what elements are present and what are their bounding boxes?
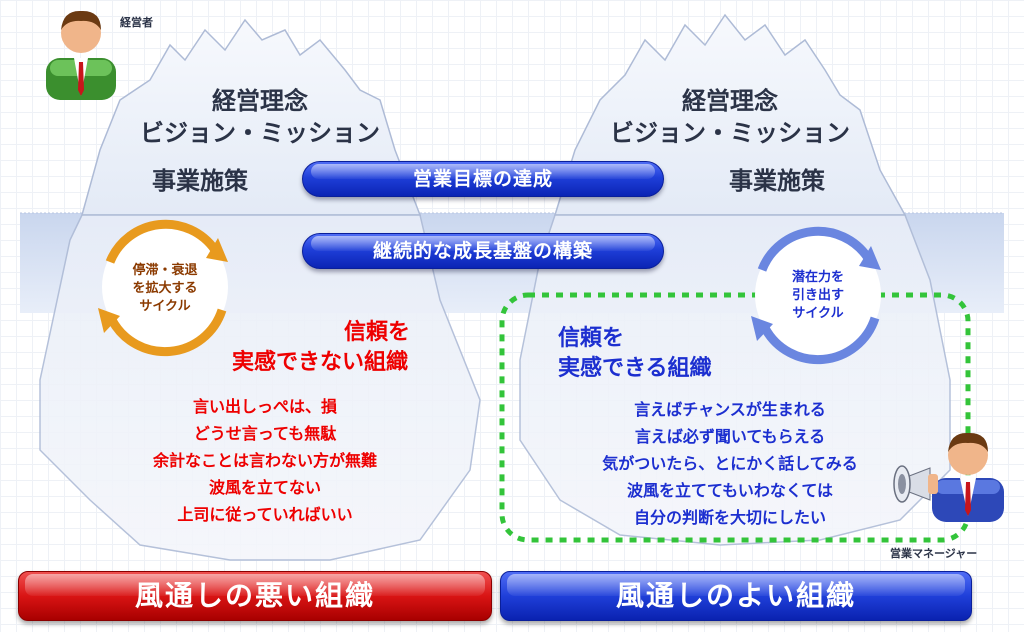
right-trust-heading-line-2: 実感できる組織: [558, 356, 712, 381]
right-voice-5: 自分の判断を大切にしたい: [633, 508, 826, 527]
left-voice-3: 余計なことは言わない方が無難: [152, 451, 377, 470]
sales-manager-label: 営業マネージャー: [890, 547, 978, 560]
right-vision: ビジョン・ミッション: [610, 119, 850, 147]
good-org-bar: 風通しのよい組織: [500, 571, 972, 621]
goal-pill: 営業目標の達成: [302, 161, 664, 197]
right-cycle-line-1: 潜在力を: [791, 270, 844, 285]
right-voices: 言えばチャンスが生まれる 言えば必ず聞いてもらえる 気がついたら、とにかく話して…: [560, 396, 900, 531]
healthy-org-frame: [499, 292, 971, 543]
left-cycle-line-2: を拡大する: [132, 281, 198, 296]
left-voice-5: 上司に従っていればいい: [177, 505, 353, 524]
right-philosophy: 経営理念: [682, 87, 778, 115]
left-cycle-line-3: サイクル: [139, 299, 191, 314]
left-vision: ビジョン・ミッション: [140, 119, 380, 147]
sales-manager-avatar: [893, 432, 1004, 522]
right-cycle-label: 潜在力を 引き出す サイクル: [765, 269, 871, 323]
right-voice-2: 言えば必ず聞いてもらえる: [634, 427, 826, 446]
base-pill: 継続的な成長基盤の構築: [302, 233, 664, 269]
left-measures: 事業施策: [152, 167, 248, 195]
left-trust-heading-line-2: 実感できない組織: [231, 350, 408, 375]
right-measures: 事業施策: [729, 167, 825, 195]
right-trust-heading-line-1: 信頼を: [558, 326, 625, 351]
left-trust-heading-line-1: 信頼を: [343, 320, 410, 345]
right-voice-1: 言えばチャンスが生まれる: [634, 400, 826, 419]
executive-label: 経営者: [120, 16, 153, 29]
left-voices: 言い出しっぺは、損 どうせ言っても無駄 余計なことは言わない方が無難 波風を立て…: [90, 393, 440, 528]
right-cycle-line-3: サイクル: [792, 306, 844, 321]
right-cycle-line-2: 引き出す: [791, 288, 844, 303]
left-voice-1: 言い出しっぺは、損: [192, 397, 337, 416]
left-cycle-label: 停滞・衰退 を拡大する サイクル: [112, 262, 218, 316]
bad-org-bar: 風通しの悪い組織: [18, 571, 492, 621]
right-voice-4: 波風を立ててもいわなくては: [626, 481, 834, 500]
left-trust-heading: 信頼を: [210, 318, 410, 348]
left-voice-4: 波風を立てない: [208, 478, 321, 497]
right-voice-3: 気がついたら、とにかく話してみる: [602, 454, 858, 473]
executive-avatar: [46, 10, 116, 100]
left-cycle-line-1: 停滞・衰退: [132, 263, 198, 278]
left-philosophy: 経営理念: [212, 87, 308, 115]
right-cycle-arrows: [751, 226, 881, 365]
left-cycle-arrows: [98, 219, 228, 357]
left-voice-2: どうせ言っても無駄: [193, 424, 337, 443]
